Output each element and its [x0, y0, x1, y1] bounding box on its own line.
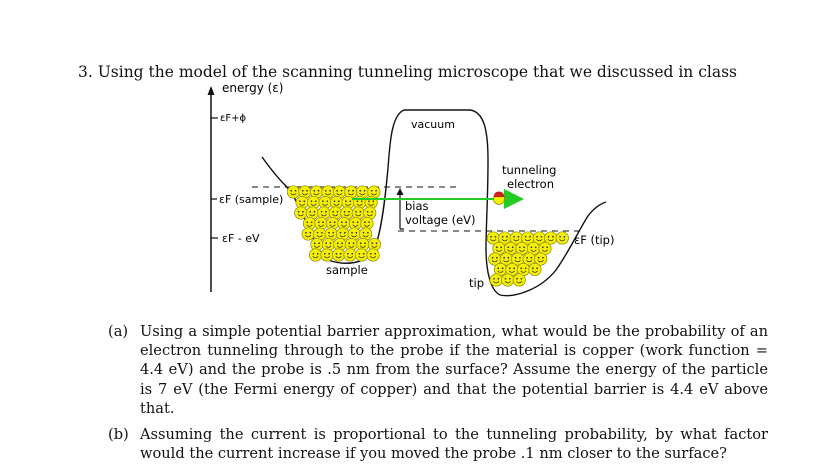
- electron-smiley-icon: [308, 248, 323, 262]
- tunneling-label-line2: electron: [507, 177, 554, 191]
- bias-label-line1: bias: [405, 199, 429, 213]
- tick-ef-sample-label: εF (sample): [219, 193, 283, 206]
- electron-smiley-icon: [511, 252, 525, 266]
- question-title: 3. Using the model of the scanning tunne…: [78, 63, 737, 81]
- electron-smiley-icon: [528, 262, 542, 277]
- bias-label-line2: voltage (eV): [405, 213, 476, 227]
- electron-smiley-icon: [534, 252, 548, 266]
- tip-fermi-label: εF (tip): [574, 233, 614, 247]
- electron-smiley-icon: [320, 248, 334, 262]
- part-a: (a) Using a simple potential barrier app…: [108, 322, 768, 418]
- vacuum-label: vacuum: [411, 118, 455, 131]
- electron-smiley-icon: [492, 241, 506, 256]
- electron-smiley-icon: [486, 231, 500, 245]
- part-b-text: Assuming the current is proportional to …: [140, 426, 768, 463]
- electron-smiley-icon: [488, 252, 502, 266]
- sample-electron-sea: [286, 185, 381, 262]
- tip-electron-sea: [486, 231, 569, 287]
- tick-ef-phi-label: εF+ϕ: [220, 113, 247, 124]
- electron-smiley-icon: [512, 273, 526, 287]
- energy-axis-arrowhead: [207, 86, 215, 95]
- tick-ef-ev-label: εF - eV: [222, 232, 260, 245]
- electron-smiley-icon: [356, 237, 370, 252]
- part-b: (b) Assuming the current is proportional…: [108, 425, 768, 463]
- energy-axis-label: energy (ε): [222, 81, 283, 95]
- bias-bracket-top-arrow: [396, 188, 404, 195]
- electron-smiley-icon: [489, 273, 503, 287]
- tip-label: tip: [469, 276, 484, 290]
- part-a-label: (a): [108, 323, 129, 340]
- electron-smiley-icon: [331, 248, 346, 262]
- electron-smiley-icon: [343, 248, 357, 262]
- electron-smiley-icon: [363, 206, 377, 220]
- question-parts: (a) Using a simple potential barrier app…: [108, 322, 768, 470]
- electron-smiley-icon: [337, 216, 351, 231]
- electron-smiley-icon: [555, 231, 569, 245]
- electron-smiley-icon: [366, 248, 380, 262]
- electron-smiley-icon: [354, 248, 369, 262]
- electron-smiley-icon: [503, 241, 518, 256]
- electron-smiley-icon: [313, 227, 327, 241]
- electron-smiley-icon: [501, 273, 515, 287]
- part-b-label: (b): [108, 426, 129, 444]
- part-a-text: Using a simple potential barrier approxi…: [140, 323, 768, 417]
- electron-smiley-icon: [286, 185, 300, 199]
- electron-smiley-icon: [367, 185, 381, 199]
- electron-smiley-icon: [301, 227, 315, 241]
- electron-smiley-icon: [294, 206, 308, 220]
- sample-label: sample: [326, 263, 368, 277]
- electron-smiley-icon: [367, 237, 381, 252]
- electron-smiley-icon: [544, 231, 558, 245]
- tunneling-label-line1: tunneling: [502, 163, 556, 177]
- electron-smiley-icon: [499, 252, 513, 266]
- tunneling-electron-icon: [493, 191, 505, 205]
